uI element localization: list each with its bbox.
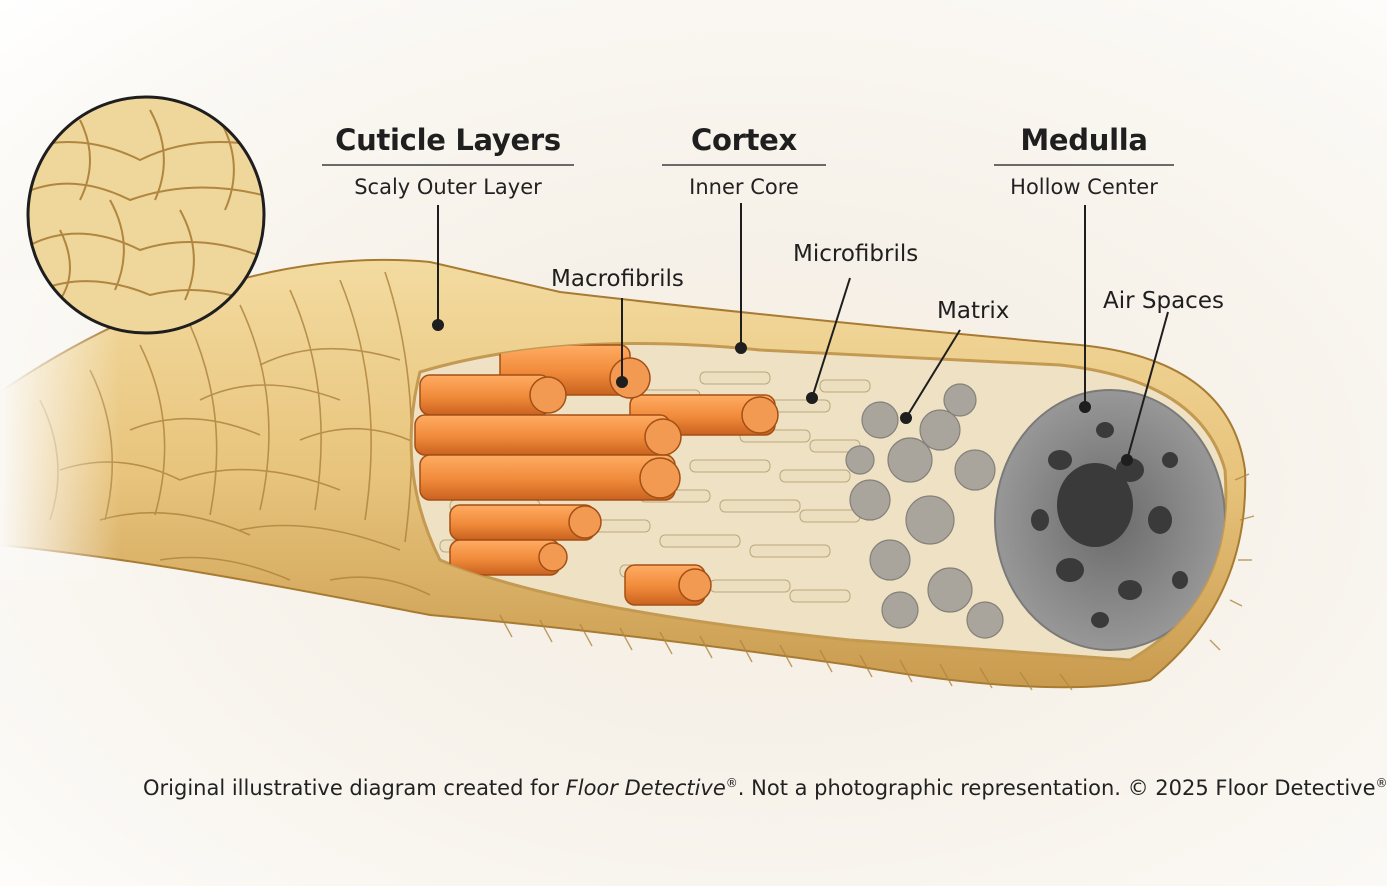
cortex-header: Cortex Inner Core xyxy=(662,122,826,200)
cortex-subtitle: Inner Core xyxy=(689,175,799,199)
leader-lines xyxy=(432,203,1169,466)
cuticle-magnified-inset xyxy=(26,95,266,335)
credit-middle: . Not a photographic representation. © 2… xyxy=(737,776,1376,800)
label-air-spaces: Air Spaces xyxy=(1103,288,1224,314)
medulla-header: Medulla Hollow Center xyxy=(994,122,1174,200)
medulla-subtitle: Hollow Center xyxy=(1010,175,1158,199)
credit-brand: Floor Detective xyxy=(565,776,726,800)
credit-prefix: Original illustrative diagram created fo… xyxy=(143,776,566,800)
cuticle-header: Cuticle Layers Scaly Outer Layer xyxy=(322,122,574,200)
matrix-region xyxy=(845,383,1004,639)
cortex-rule xyxy=(662,164,826,166)
cortex-title: Cortex xyxy=(691,123,797,157)
cuticle-subtitle: Scaly Outer Layer xyxy=(354,175,542,199)
medulla-core xyxy=(994,389,1226,651)
label-macrofibrils: Macrofibrils xyxy=(551,266,684,292)
credit-reg: ® xyxy=(725,776,738,790)
label-matrix: Matrix xyxy=(937,298,1010,324)
cutaway-interior xyxy=(409,342,1228,662)
cuticle-rule xyxy=(322,164,574,166)
credit-line: Original illustrative diagram created fo… xyxy=(143,776,1387,800)
medulla-rule xyxy=(994,164,1174,166)
medulla-title: Medulla xyxy=(1020,123,1148,157)
label-microfibrils: Microfibrils xyxy=(793,241,919,267)
cuticle-title: Cuticle Layers xyxy=(335,123,561,157)
credit-reg2: ® xyxy=(1375,776,1387,790)
